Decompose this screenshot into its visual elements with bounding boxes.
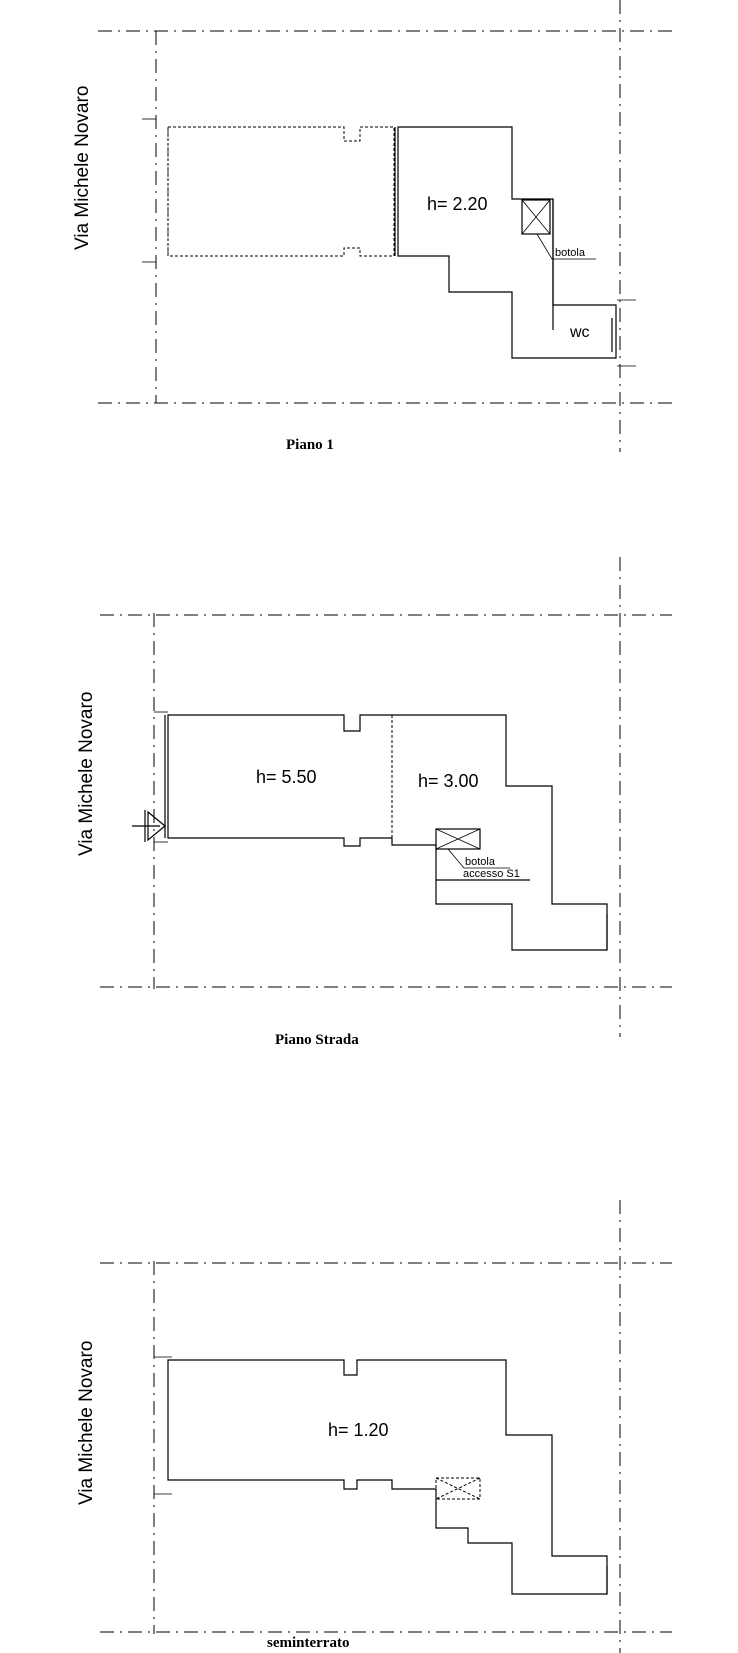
floor-plan-piano-strada: Via Michele Novaro h= 5.50 h= 3.00 botol… [76, 557, 672, 1048]
height-label: h= 1.20 [328, 1420, 389, 1440]
floor-title: Piano Strada [275, 1032, 359, 1048]
hatch-cross [435, 1477, 481, 1500]
hatch-label: botola [555, 247, 586, 259]
room-outline [397, 126, 617, 359]
height-label: h= 3.00 [418, 771, 479, 791]
hatch-box [521, 199, 551, 235]
hatch-sublabel: accesso S1 [463, 868, 520, 880]
hatch-box [435, 828, 481, 850]
street-label: Via Michele Novaro [76, 1341, 97, 1505]
hatch-box [435, 1477, 481, 1500]
floor-plan-seminterrato: Via Michele Novaro h= 1.20 seminterrato [76, 1200, 672, 1653]
leader-line [536, 233, 596, 260]
entrance-arrow-icon [132, 810, 166, 842]
floor-plan-piano-1: Via Michele Novaro h= 2.20 botola wc Pia… [72, 0, 672, 453]
hatch-label: botola [465, 856, 496, 868]
projection-outline [167, 126, 395, 257]
room-outline [167, 1359, 608, 1595]
hatch-cross [435, 828, 481, 850]
height-label: h= 5.50 [256, 767, 317, 787]
hatch-cross [435, 1477, 481, 1500]
street-label: Via Michele Novaro [72, 86, 93, 250]
floor-title: seminterrato [267, 1635, 349, 1651]
floor-title: Piano 1 [286, 437, 334, 453]
wc-label: wc [569, 324, 590, 341]
room-outline [167, 714, 608, 951]
leader-line [447, 848, 510, 869]
street-label: Via Michele Novaro [76, 692, 97, 856]
hatch-cross [521, 199, 551, 235]
height-label: h= 2.20 [427, 194, 488, 214]
